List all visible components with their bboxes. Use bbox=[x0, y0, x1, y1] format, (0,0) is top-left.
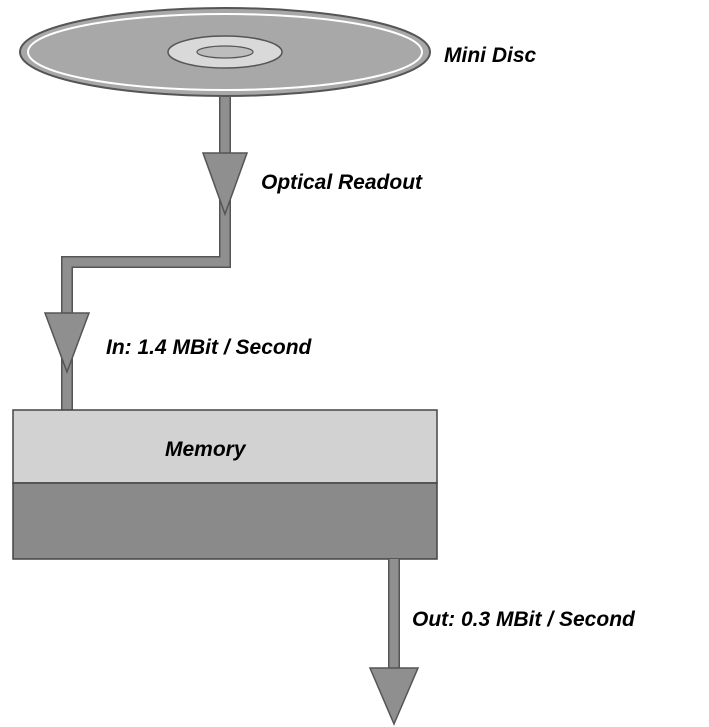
input-arrow-head bbox=[43, 312, 91, 375]
mini-disc-label: Mini Disc bbox=[444, 44, 537, 67]
readout-arrow-head bbox=[201, 152, 249, 217]
input-rate-label: In: 1.4 MBit / Second bbox=[106, 336, 312, 359]
optical-readout-flow bbox=[43, 97, 249, 410]
output-arrow-head bbox=[368, 667, 420, 726]
optical-readout-label: Optical Readout bbox=[261, 171, 423, 194]
memory-block bbox=[12, 409, 438, 560]
mini-disc-icon bbox=[19, 7, 431, 97]
output-flow bbox=[368, 559, 420, 726]
memory-label: Memory bbox=[165, 438, 246, 461]
output-rate-label: Out: 0.3 MBit / Second bbox=[412, 608, 635, 631]
